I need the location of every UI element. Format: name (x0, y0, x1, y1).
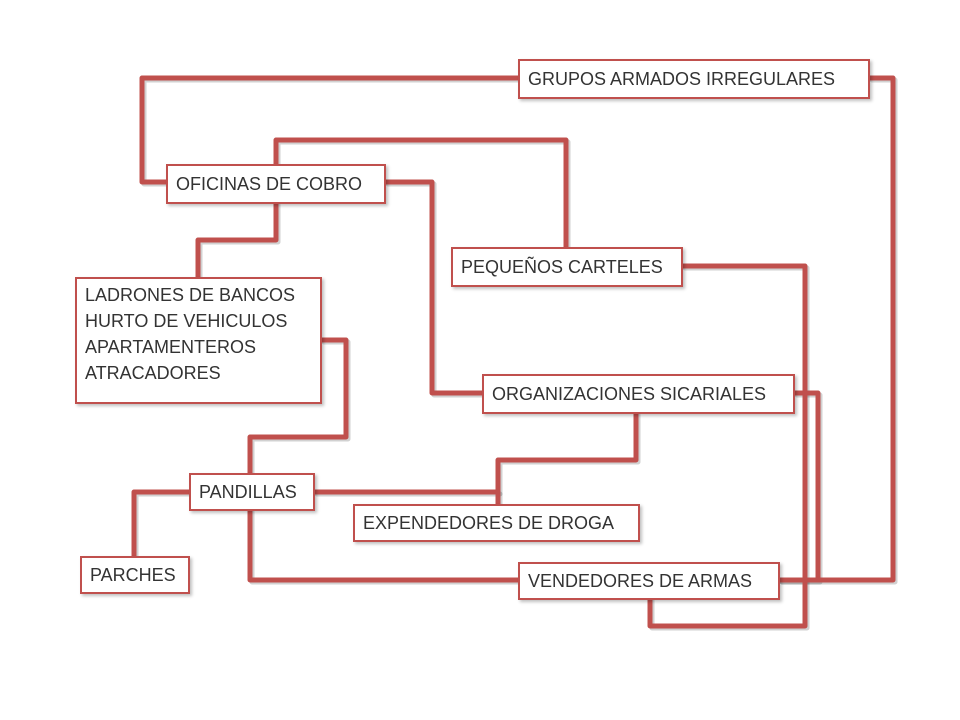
node-ladrones: LADRONES DE BANCOS HURTO DE VEHICULOS AP… (75, 277, 322, 404)
line-oficinas-ladrones (195, 200, 279, 280)
node-expendedores: EXPENDEDORES DE DROGA (353, 504, 640, 542)
node-ladrones-line-1: LADRONES DE BANCOS (85, 285, 296, 305)
line-pandillas-vendedores (247, 507, 521, 583)
node-organizaciones-sicariales: ORGANIZACIONES SICARIALES (482, 374, 795, 414)
node-grupos-armados-label: GRUPOS ARMADOS IRREGULARES (528, 69, 836, 89)
node-ladrones-line-4: ATRACADORES (85, 363, 221, 383)
node-pequenos-carteles-label: PEQUEÑOS CARTELES (461, 257, 663, 277)
node-parches-label: PARCHES (90, 565, 176, 585)
line-oficinas-carteles (273, 137, 569, 250)
node-oficinas-cobro: OFICINAS DE COBRO (166, 164, 386, 204)
node-ladrones-line-3: APARTAMENTEROS (85, 337, 257, 357)
node-expendedores-label: EXPENDEDORES DE DROGA (363, 513, 615, 533)
line-sicariales-expendedores (495, 410, 639, 507)
line-grupos-vendedores (777, 75, 896, 583)
line-oficinas-sicariales (383, 179, 485, 396)
line-sicariales-vendedores (777, 390, 821, 583)
node-parches: PARCHES (80, 556, 190, 594)
node-pandillas: PANDILLAS (189, 473, 315, 511)
node-vendedores-armas: VENDEDORES DE ARMAS (518, 562, 780, 600)
line-ladrones-pandillas (247, 337, 349, 476)
node-ladrones-line-2: HURTO DE VEHICULOS (85, 311, 288, 331)
line-pandillas-parches (131, 489, 192, 559)
node-vendedores-armas-label: VENDEDORES DE ARMAS (528, 571, 753, 591)
line-carteles-vendedores (647, 263, 808, 629)
line-grupos-oficinas (139, 75, 521, 185)
node-organizaciones-sicariales-label: ORGANIZACIONES SICARIALES (492, 384, 767, 404)
node-pequenos-carteles: PEQUEÑOS CARTELES (451, 247, 683, 287)
node-oficinas-cobro-label: OFICINAS DE COBRO (176, 174, 363, 194)
node-pandillas-label: PANDILLAS (199, 482, 297, 502)
node-grupos-armados: GRUPOS ARMADOS IRREGULARES (518, 59, 870, 99)
